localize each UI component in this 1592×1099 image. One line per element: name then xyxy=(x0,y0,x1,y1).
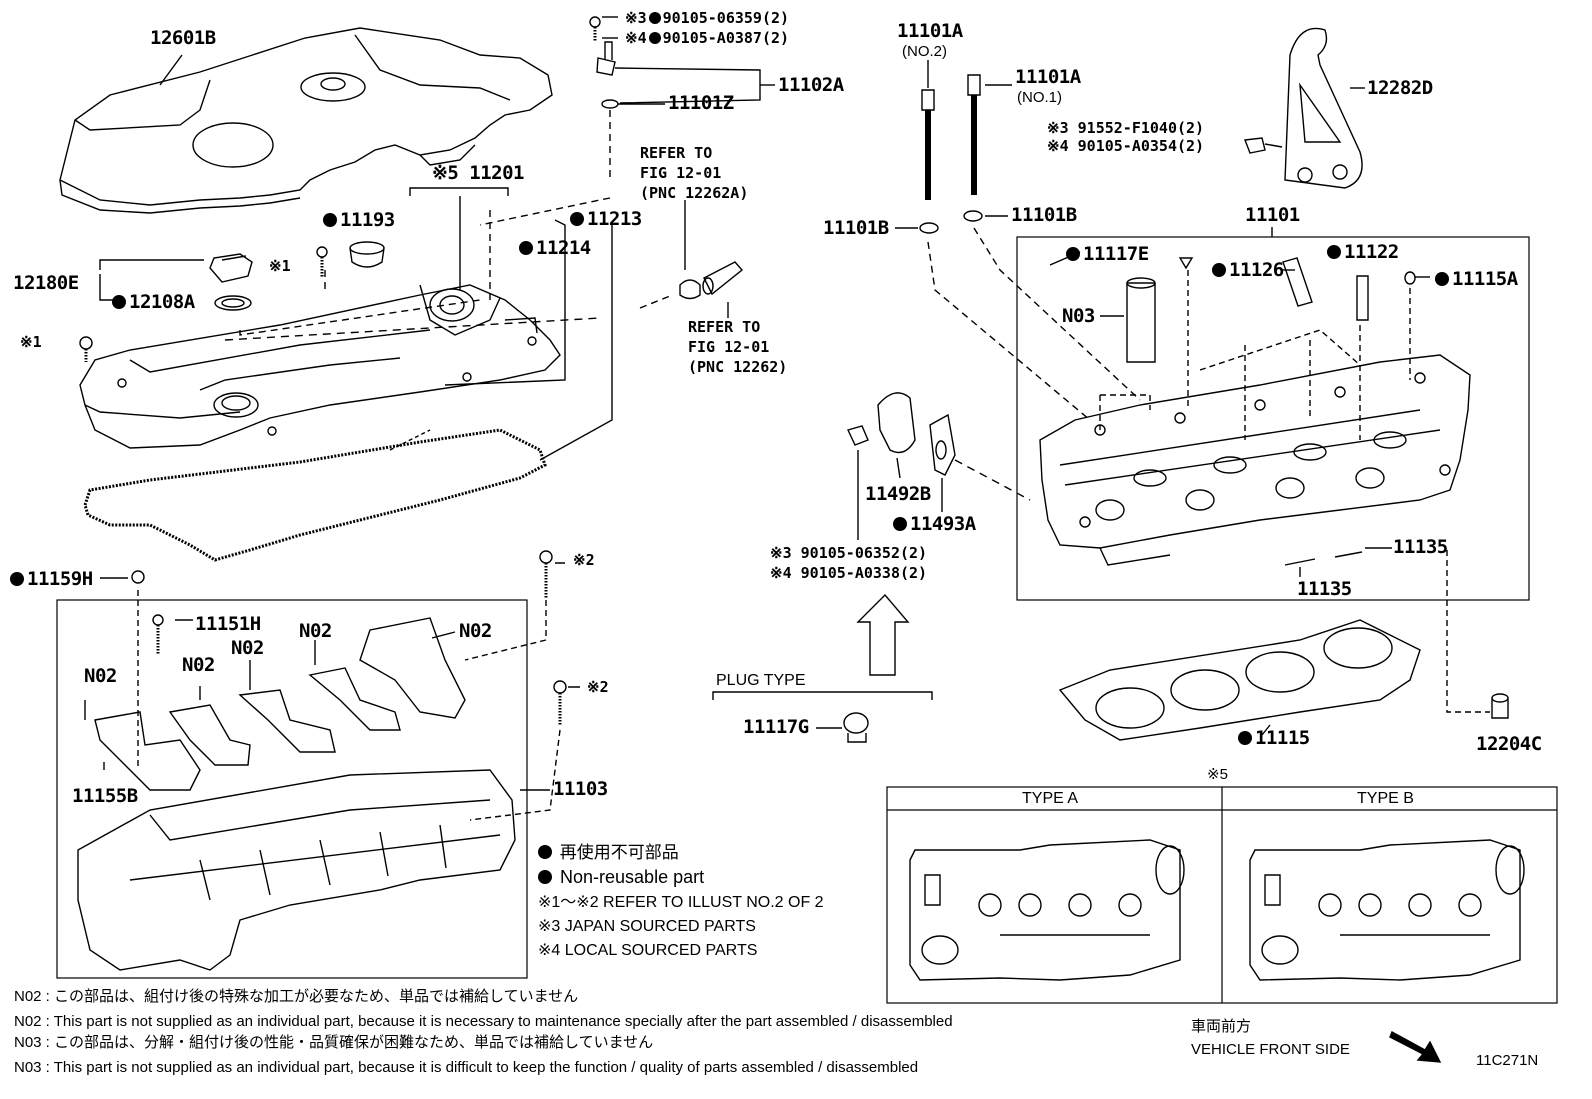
label-bolt-90105-a0338: ※4 90105-A0338(2) xyxy=(770,564,928,582)
label-12108a: 12108A xyxy=(112,291,195,313)
label-11101b-right: 11101B xyxy=(1011,204,1077,226)
plug-type-label: PLUG TYPE xyxy=(716,672,806,689)
legend-refer: ※1～※2 REFER TO ILLUST NO.2 OF 2 xyxy=(538,894,824,911)
label-12180e: 12180E xyxy=(13,272,79,294)
label-11135-right: 11135 xyxy=(1393,536,1448,558)
label-11117e: 11117E xyxy=(1066,243,1149,265)
head-bolts-drawing xyxy=(895,60,1141,421)
label-11101a-no1: 11101A xyxy=(1015,66,1081,88)
plug-12204c-drawing xyxy=(1446,550,1509,719)
plug-type-bracket xyxy=(712,691,933,700)
head-internal-parts xyxy=(1049,251,1430,577)
label-bolt-90105-a0354: ※4 90105-A0354(2) xyxy=(1047,137,1205,155)
note-n02-en: N02 : This part is not supplied as an in… xyxy=(14,1013,953,1030)
label-n02-c: N02 xyxy=(231,637,264,659)
label-mark1-left: ※1 xyxy=(20,333,42,351)
engine-cover-drawing xyxy=(59,27,553,214)
label-mark2-upper: ※2 xyxy=(573,551,595,569)
label-11101z: 11101Z xyxy=(668,92,734,114)
front-side-en: VEHICLE FRONT SIDE xyxy=(1191,1041,1350,1058)
direction-arrow xyxy=(856,593,910,676)
label-n02-e: N02 xyxy=(459,620,492,642)
front-side-arrow xyxy=(1389,1031,1442,1063)
legend-local: ※4 LOCAL SOURCED PARTS xyxy=(538,942,758,959)
label-11122: 11122 xyxy=(1327,241,1399,263)
illustration-code: 11C271N xyxy=(1476,1052,1539,1069)
leader-lines-cover xyxy=(99,54,729,461)
label-11151h: 11151H xyxy=(195,613,261,635)
type-b-drawing xyxy=(1249,839,1525,981)
label-11101a-no2-sub: (NO.2) xyxy=(902,43,947,60)
label-n02-b: N02 xyxy=(182,654,215,676)
refer-fig-12262a: REFER TO FIG 12-01 (PNC 12262A) xyxy=(640,144,749,202)
legend-japan: ※3 JAPAN SOURCED PARTS xyxy=(538,918,756,935)
label-mark2-lower: ※2 xyxy=(587,678,609,696)
type-b-header: TYPE B xyxy=(1357,790,1414,807)
label-11101b-left: 11101B xyxy=(823,217,889,239)
label-11492b: 11492B xyxy=(865,483,931,505)
label-11193: 11193 xyxy=(323,209,395,231)
type-table-mark: ※5 xyxy=(1207,766,1228,783)
label-11159h: 11159H xyxy=(10,568,93,590)
label-11101: 11101 xyxy=(1245,204,1300,226)
cam-bolts-drawing xyxy=(100,550,580,821)
label-11101a-no1-sub: (NO.1) xyxy=(1017,89,1062,106)
label-11101a-no2: 11101A xyxy=(897,20,963,42)
sensor-drawing xyxy=(589,16,775,109)
legend-en: Non-reusable part xyxy=(538,866,704,888)
type-a-header: TYPE A xyxy=(1022,790,1079,807)
legend-jp: 再使用不可部品 xyxy=(538,842,679,864)
label-11135-bottom: 11135 xyxy=(1297,578,1352,600)
cover-gasket-drawing xyxy=(83,428,547,562)
lifting-hook-drawing xyxy=(1244,27,1365,189)
label-11155b: 11155B xyxy=(72,785,138,807)
head-gasket-drawing xyxy=(1058,619,1421,741)
label-bolt-90105-06352: ※3 90105-06352(2) xyxy=(770,544,928,562)
label-11126: 11126 xyxy=(1212,259,1284,281)
plug-11117g-drawing xyxy=(816,712,869,743)
note-n03-en: N03 : This part is not supplied as an in… xyxy=(14,1059,919,1076)
note-n02-jp: N02 : この部品は、組付け後の特殊な加工が必要なため、単品では補給していませ… xyxy=(14,988,579,1005)
bearing-caps-drawing xyxy=(84,570,466,791)
label-11115a: 11115A xyxy=(1435,268,1518,290)
label-11201: ※5 11201 xyxy=(432,162,525,184)
camshaft-housing-box xyxy=(56,599,528,979)
label-bolt-91552-f1040: ※3 91552-F1040(2) xyxy=(1047,119,1205,137)
note-n03-jp: N03 : この部品は、分解・組付け後の性能・品質確保が困難なため、単品では補給… xyxy=(14,1034,654,1051)
label-12204c: 12204C xyxy=(1476,733,1542,755)
label-11213: 11213 xyxy=(570,208,642,230)
refer-fig-12262: REFER TO FIG 12-01 (PNC 12262) xyxy=(688,318,788,376)
oil-cap-drawing xyxy=(79,241,385,362)
front-side-jp: 車両前方 xyxy=(1191,1018,1252,1035)
label-11214: 11214 xyxy=(519,237,591,259)
label-n03: N03 xyxy=(1062,305,1095,327)
label-12282d: 12282D xyxy=(1367,77,1433,99)
bypass-plate-drawing xyxy=(847,392,1031,540)
cylinder-head-drawing xyxy=(1039,354,1471,566)
label-11115: 11115 xyxy=(1238,727,1310,749)
label-12601b: 12601B xyxy=(150,27,216,49)
label-mark1-upper: ※1 xyxy=(269,257,291,275)
label-11117g: 11117G xyxy=(743,716,809,738)
type-a-drawing xyxy=(909,839,1185,981)
label-11493a: 11493A xyxy=(893,513,976,535)
label-11103: 11103 xyxy=(553,778,608,800)
label-11102a: 11102A xyxy=(778,74,844,96)
camshaft-housing-drawing xyxy=(77,769,550,971)
label-n02-a: N02 xyxy=(84,665,117,687)
label-n02-d: N02 xyxy=(299,620,332,642)
cylinder-head-box xyxy=(1016,236,1530,601)
hose-drawing xyxy=(679,261,744,300)
